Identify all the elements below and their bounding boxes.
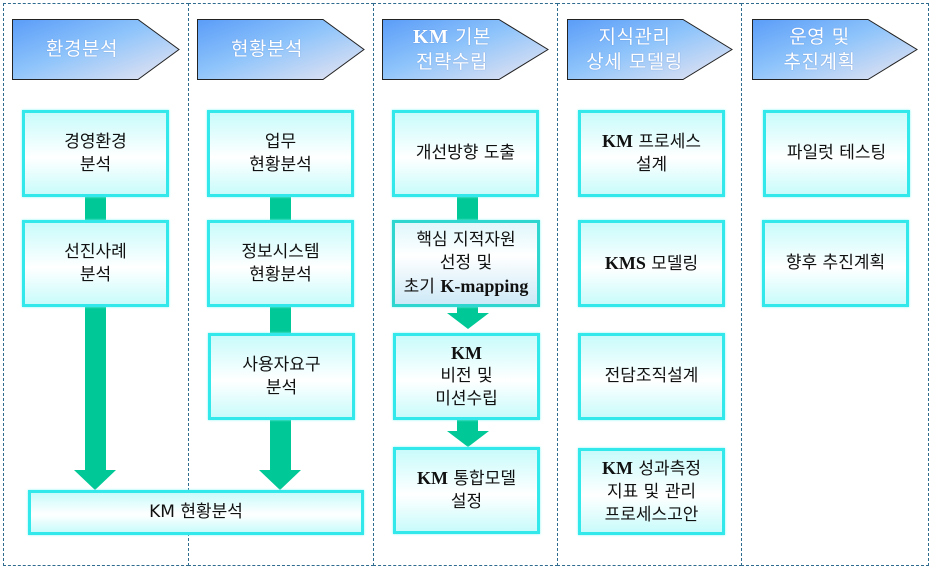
box-text-line: KM 현황분석 xyxy=(149,502,243,522)
box-text-line: 설정 xyxy=(450,492,483,512)
box-text-line: 핵심 지적자원 xyxy=(416,229,516,250)
box-km-performance-metrics: KM 성과측정 지표 및 관리 프로세스고안 xyxy=(578,448,725,535)
flow-arrow-head xyxy=(447,313,489,329)
box-text-en: KM xyxy=(602,457,634,478)
phase-header-environment: 환경분석 xyxy=(12,19,180,80)
box-text-line: 프로세스고안 xyxy=(604,504,699,525)
phase-arrow-shape xyxy=(752,19,918,80)
phase-arrow-shape xyxy=(382,19,549,80)
box-text-line: 현황분석 xyxy=(249,154,312,175)
box-text-line: 지표 및 관리 xyxy=(606,481,696,502)
box-text-line: 향후 추진계획 xyxy=(785,253,886,273)
phase-label-line: 운영 및 xyxy=(789,25,850,48)
phase-label-line: KM 기본 xyxy=(413,25,491,50)
box-km-status-analysis: KM 현황분석 xyxy=(28,490,364,535)
box-business-status-analysis: 업무 현황분석 xyxy=(207,110,354,197)
box-management-environment-analysis: 경영환경 분석 xyxy=(22,110,169,197)
box-text-line: 분석 xyxy=(79,264,112,285)
box-text-en: KM xyxy=(451,343,482,363)
box-text-line: 업무 xyxy=(264,131,297,152)
phase-label-en: KM xyxy=(413,25,449,48)
box-kms-modeling: KMS 모델링 xyxy=(578,220,725,307)
box-text-line: 미션수립 xyxy=(435,389,498,409)
box-text-line: 정보시스템 xyxy=(241,241,320,262)
box-user-requirements-analysis: 사용자요구 분석 xyxy=(208,333,355,420)
phase-arrow-shape xyxy=(567,19,733,80)
box-text-line: KM 성과측정 xyxy=(602,457,701,481)
flow-arrow-shaft xyxy=(457,305,478,314)
phase-label: 운영 및 추진계획 xyxy=(752,19,887,80)
box-text-ko: 모델링 xyxy=(645,253,699,274)
box-text-line: 현황분석 xyxy=(249,264,312,285)
flow-arrow-shaft xyxy=(457,196,478,220)
box-info-system-status-analysis: 정보시스템 현황분석 xyxy=(207,220,354,307)
box-text-ko: 프로세스 xyxy=(633,132,701,152)
box-text-en: KM xyxy=(602,131,634,151)
phase-header-operation: 운영 및 추진계획 xyxy=(752,19,920,80)
phase-header-modeling: 지식관리 상세 모델링 xyxy=(567,19,735,80)
phase-arrow-shape xyxy=(197,19,365,80)
box-text-line: 비전 및 xyxy=(440,366,493,386)
box-text-line: 설계 xyxy=(635,155,668,175)
phase-label-line: 지식관리 xyxy=(598,25,671,48)
box-best-practice-analysis: 선진사례 분석 xyxy=(22,220,169,307)
box-text-line: 초기 K-mapping xyxy=(404,275,529,299)
box-text-line: 분석 xyxy=(265,377,298,398)
box-text-ko: 초기 xyxy=(403,276,441,297)
box-text-line: KM 통합모델 xyxy=(417,467,516,491)
box-text-line: 파일럿 테스팅 xyxy=(786,143,887,163)
phase-label-line: 현황분석 xyxy=(231,38,303,60)
box-text-line: KMS 모델링 xyxy=(605,252,698,276)
box-km-vision-mission: KM 비전 및 미션수립 xyxy=(393,333,540,420)
flow-arrow-shaft xyxy=(270,418,291,470)
box-text-line: 개선방향 도출 xyxy=(415,143,516,163)
box-improvement-direction: 개선방향 도출 xyxy=(392,110,539,197)
phase-label-line: 추진계획 xyxy=(783,50,856,73)
box-text-ko: 성과측정 xyxy=(633,458,701,479)
flow-arrow-shaft xyxy=(85,196,106,220)
phase-label-line: 전략수립 xyxy=(416,50,488,73)
box-future-plan: 향후 추진계획 xyxy=(762,220,909,307)
flow-arrow-head xyxy=(259,470,301,490)
phase-label-line: 상세 모델링 xyxy=(586,50,683,73)
phase-label: 지식관리 상세 모델링 xyxy=(567,19,702,80)
box-core-knowledge-selection: 핵심 지적자원 선정 및 초기 K-mapping xyxy=(392,220,540,307)
box-text-ko: 통합모델 xyxy=(448,469,516,489)
phase-label: KM 기본 전략수립 xyxy=(382,19,522,80)
phase-header-current: 현황분석 xyxy=(197,19,365,80)
flow-arrow-head xyxy=(74,470,116,490)
column-operation-plan xyxy=(741,3,929,566)
box-text-line: 선진사례 xyxy=(64,241,127,262)
box-text-line: KM 프로세스 xyxy=(602,130,701,154)
flow-arrow-shaft xyxy=(457,418,478,431)
box-text-en: KM xyxy=(417,468,449,488)
box-text-line: 선정 및 xyxy=(439,252,493,273)
phase-label-ko: 기본 xyxy=(448,25,491,48)
phase-label: 환경분석 xyxy=(12,19,152,80)
box-text-en: K-mapping xyxy=(440,275,529,296)
phase-label: 현황분석 xyxy=(197,19,337,80)
box-km-integrated-model: KM 통합모델 설정 xyxy=(393,447,540,534)
flow-arrow-shaft xyxy=(85,306,106,470)
box-km-process-design: KM 프로세스 설계 xyxy=(578,110,725,197)
phase-header-strategy: KM 기본 전략수립 xyxy=(382,19,550,80)
box-text-line: 전담조직설계 xyxy=(604,366,699,386)
flow-arrow-shaft xyxy=(270,306,291,334)
box-text-line: 경영환경 xyxy=(64,131,127,152)
box-text-line: 분석 xyxy=(79,154,112,175)
box-text-en: KMS xyxy=(604,252,646,273)
flow-arrow-head xyxy=(447,431,489,447)
phase-label-line: 환경분석 xyxy=(46,38,118,60)
box-dedicated-organization-design: 전담조직설계 xyxy=(578,333,725,420)
box-pilot-testing: 파일럿 테스팅 xyxy=(763,110,910,197)
box-text-line: 사용자요구 xyxy=(242,354,321,375)
phase-arrow-shape xyxy=(12,19,180,80)
flow-arrow-shaft xyxy=(270,196,291,220)
